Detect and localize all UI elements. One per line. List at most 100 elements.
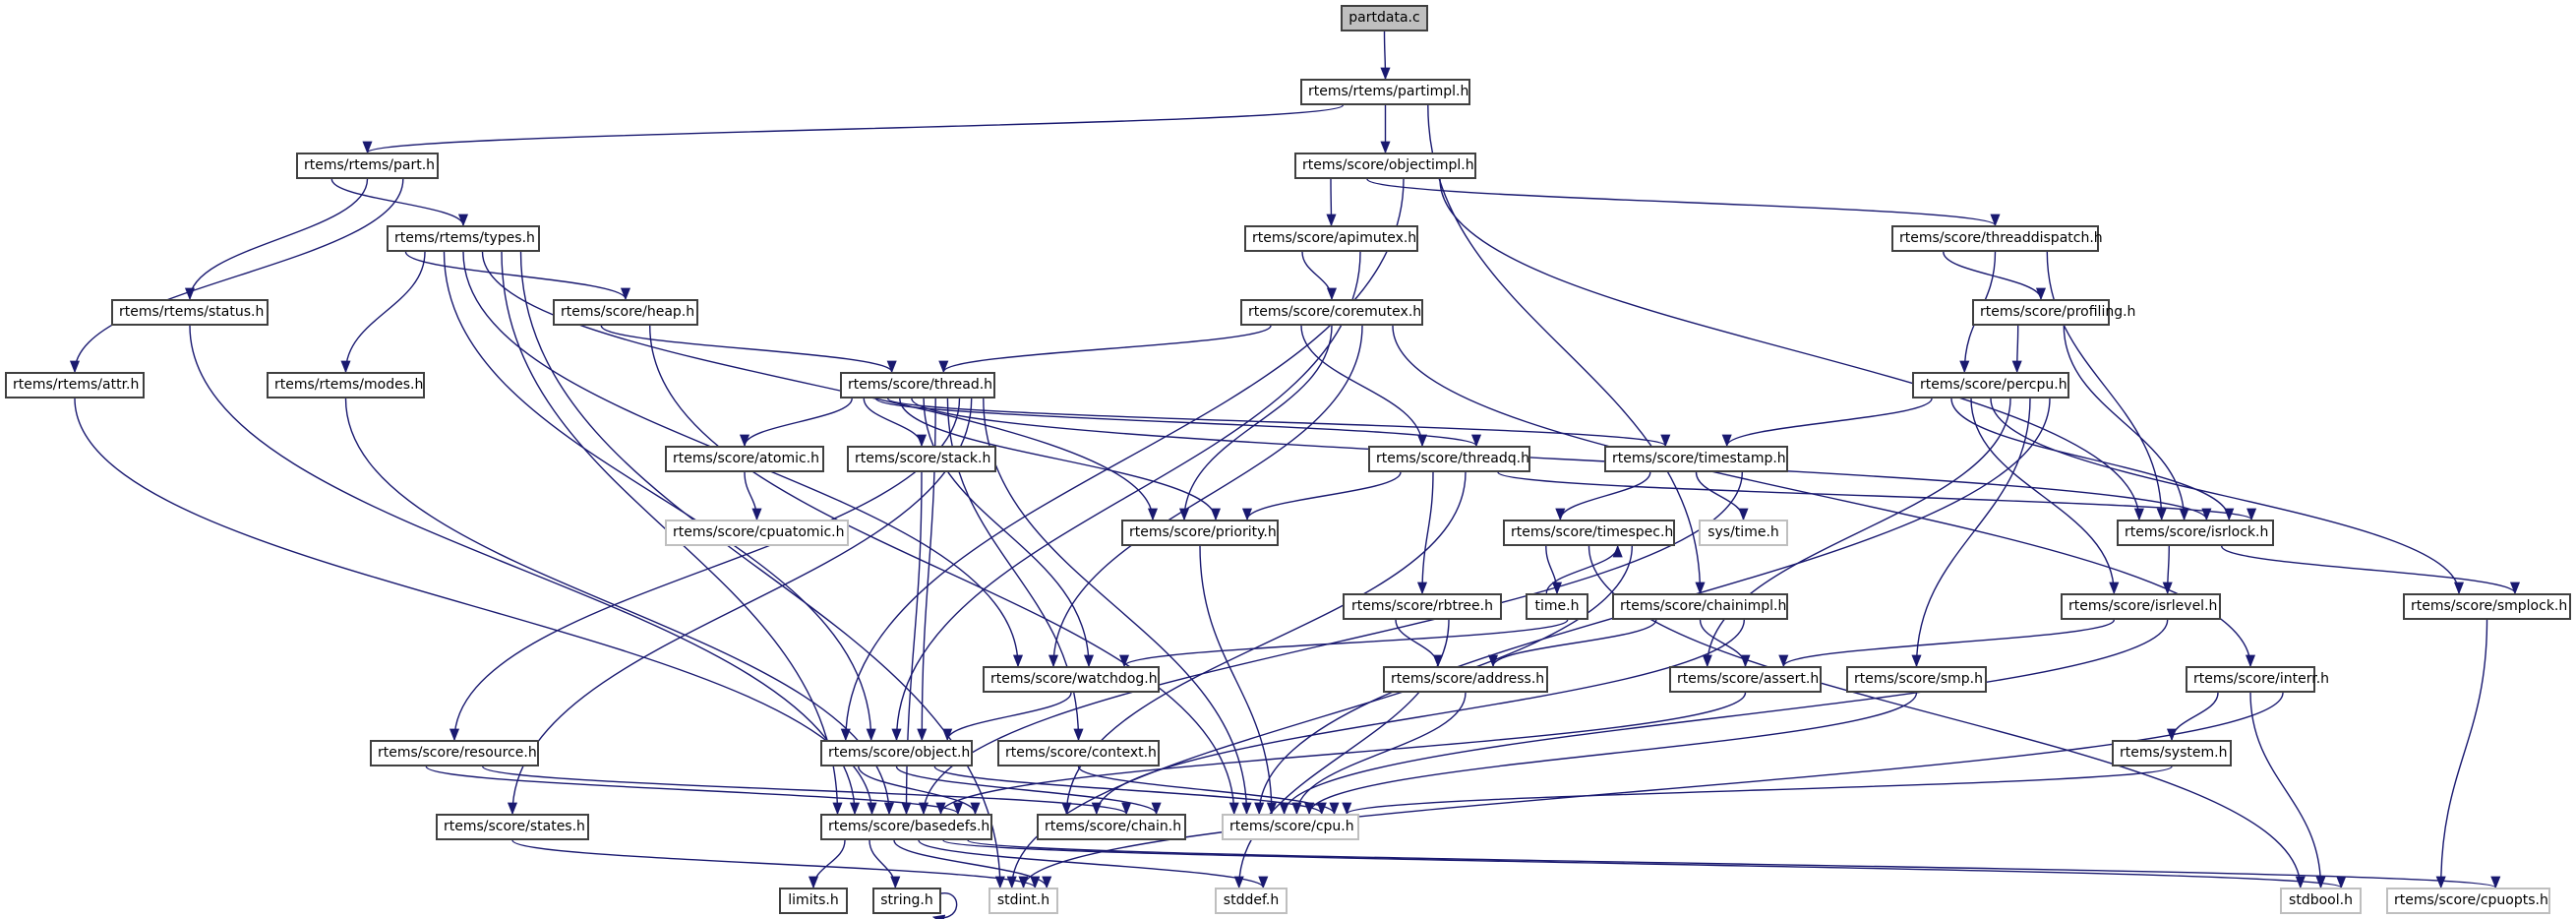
node-label: rtems/score/cpuopts.h [2394,892,2548,908]
edge-threadq-to-priority [1242,471,1402,521]
node-smp[interactable]: rtems/score/smp.h [1846,666,1987,693]
node-rbtree[interactable]: rtems/score/rbtree.h [1343,593,1502,620]
edge-partdata-c-to-partimpl [1380,31,1391,81]
node-percpu[interactable]: rtems/score/percpu.h [1912,372,2069,398]
node-label: rtems/score/isrlock.h [2125,524,2269,540]
node-profiling[interactable]: rtems/score/profiling.h [1972,299,2135,326]
node-label: rtems/score/atomic.h [673,451,820,466]
node-threaddispatch[interactable]: rtems/score/threaddispatch.h [1891,225,2103,252]
node-basedefs[interactable]: rtems/score/basedefs.h [820,814,992,840]
node-isrlock[interactable]: rtems/score/isrlock.h [2117,520,2274,546]
edge-coremutex-to-threadq [1300,325,1428,448]
node-time[interactable]: time.h [1526,593,1588,620]
node-watchdog[interactable]: rtems/score/watchdog.h [983,666,1160,693]
node-label: rtems/score/resource.h [378,745,537,761]
node-isrlevel[interactable]: rtems/score/isrlevel.h [2061,593,2221,620]
node-limits[interactable]: limits.h [779,888,848,914]
edge-smp-to-cpu [1304,692,1918,816]
edge-chainimpl-to-chain [1091,619,1745,816]
node-address[interactable]: rtems/score/address.h [1383,666,1548,693]
node-label: stdbool.h [2289,892,2353,908]
node-objectimpl[interactable]: rtems/score/objectimpl.h [1294,153,1476,179]
node-states[interactable]: rtems/score/states.h [436,814,589,840]
edge-rbtree-to-address [1395,619,1444,668]
node-atomic[interactable]: rtems/score/atomic.h [665,446,824,472]
node-interr[interactable]: rtems/score/interr.h [2186,666,2329,693]
node-label: rtems/score/profiling.h [1980,304,2136,320]
node-apimutex[interactable]: rtems/score/apimutex.h [1244,225,1418,252]
edge-threadq-to-rbtree [1416,471,1434,595]
node-partimpl[interactable]: rtems/rtems/partimpl.h [1300,79,1470,105]
edge-status-to-basedefs [189,325,861,816]
node-label: partdata.c [1348,10,1420,26]
edge-thread-to-priority [899,398,1221,521]
edge-timestamp-to-timespec [1555,471,1651,521]
node-label: limits.h [788,892,839,908]
edge-coremutex-to-thread [938,325,1272,374]
edge-smplock-to-cpuopts [2435,619,2488,889]
node-timespec[interactable]: rtems/score/timespec.h [1503,520,1675,546]
node-assert[interactable]: rtems/score/assert.h [1669,666,1822,693]
edge-percpu-to-isrlock [1950,398,2235,521]
node-label: stddef.h [1223,892,1280,908]
node-system[interactable]: rtems/system.h [2112,740,2232,766]
node-part[interactable]: rtems/rtems/part.h [296,153,439,179]
edge-coremutex-to-watchdog [1048,325,1363,668]
node-stack[interactable]: rtems/score/stack.h [847,446,996,472]
node-systime: sys/time.h [1699,520,1788,546]
node-stddef: stddef.h [1215,888,1288,914]
node-modes[interactable]: rtems/rtems/modes.h [267,372,425,398]
edge-isrlock-to-smplock [2221,545,2520,595]
node-types[interactable]: rtems/rtems/types.h [387,225,540,252]
node-label: rtems/score/threaddispatch.h [1899,230,2103,246]
node-label: sys/time.h [1707,524,1779,540]
node-timestamp[interactable]: rtems/score/timestamp.h [1604,446,1788,472]
edge-watchdog-to-object [942,692,1072,742]
node-partdata-c[interactable]: partdata.c [1341,5,1428,31]
node-stdint: stdint.h [988,888,1058,914]
node-label: rtems/score/states.h [444,819,585,834]
edge-threaddispatch-to-profiling [1943,251,2046,301]
node-label: rtems/rtems/types.h [394,230,535,246]
node-threadq[interactable]: rtems/score/threadq.h [1368,446,1530,472]
node-priority[interactable]: rtems/score/priority.h [1121,520,1279,546]
node-chain[interactable]: rtems/score/chain.h [1037,814,1186,840]
node-label: rtems/score/assert.h [1677,671,1820,687]
edge-percpu-to-smplock [1990,398,2464,595]
node-label: rtems/score/threadq.h [1376,451,1529,466]
edge-apimutex-to-coremutex [1301,251,1338,301]
edge-basedefs-to-cpuopts [967,839,2500,889]
edge-part-to-types [330,178,468,227]
node-context[interactable]: rtems/score/context.h [997,740,1160,766]
node-label: rtems/score/objectimpl.h [1302,157,1474,173]
node-label: rtems/score/address.h [1391,671,1545,687]
edge-basedefs-to-stdbool [942,839,2346,889]
node-label: rtems/score/timestamp.h [1612,451,1786,466]
node-label: string.h [880,892,933,908]
node-label: rtems/rtems/part.h [304,157,436,173]
node-attr[interactable]: rtems/rtems/attr.h [5,372,145,398]
edge-string-to-string [931,892,958,919]
node-smplock[interactable]: rtems/score/smplock.h [2403,593,2571,620]
edge-threadq-to-isrlock [1497,471,2256,521]
edge-chainimpl-to-address [1488,619,1657,668]
node-chainimpl[interactable]: rtems/score/chainimpl.h [1612,593,1788,620]
edge-heap-to-thread [600,325,897,374]
node-thread[interactable]: rtems/score/thread.h [840,372,995,398]
edge-profiling-to-isrlock [2063,325,2189,521]
node-coremutex[interactable]: rtems/score/coremutex.h [1240,299,1423,326]
edge-partimpl-to-part [362,104,1344,154]
edge-thread-to-atomic [740,398,853,448]
edge-resource-to-basedefs [425,766,963,816]
node-label: rtems/rtems/status.h [119,304,265,320]
node-stdbool: stdbool.h [2280,888,2362,914]
node-heap[interactable]: rtems/score/heap.h [553,299,698,326]
edge-isrlock-to-isrlevel [2162,545,2173,595]
edge-time-to-watchdog [1119,619,1569,668]
node-resource[interactable]: rtems/score/resource.h [370,740,539,766]
node-string[interactable]: string.h [872,888,941,914]
node-status[interactable]: rtems/rtems/status.h [111,299,269,326]
node-label: rtems/score/rbtree.h [1351,598,1493,614]
node-object[interactable]: rtems/score/object.h [820,740,973,766]
